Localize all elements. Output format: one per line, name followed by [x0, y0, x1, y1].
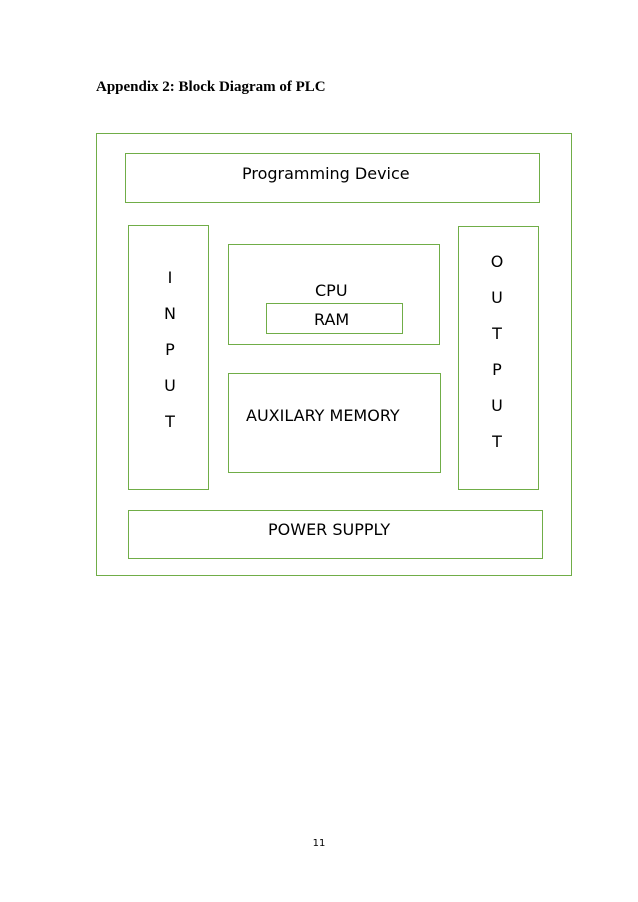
programming-device-label: Programming Device [242, 164, 410, 183]
output-letter: T [492, 324, 502, 343]
output-letter: P [492, 360, 502, 379]
page-heading: Appendix 2: Block Diagram of PLC [96, 79, 326, 95]
auxiliary-memory-box [228, 373, 441, 473]
output-letter: O [490, 252, 504, 271]
programming-device-box [125, 153, 540, 203]
cpu-label: CPU [315, 281, 348, 300]
input-letter: P [165, 340, 175, 359]
ram-label: RAM [314, 310, 350, 329]
page-number: 11 [312, 838, 326, 849]
power-supply-label: POWER SUPPLY [268, 520, 391, 539]
output-letter: U [491, 288, 503, 307]
auxiliary-memory-label: AUXILARY MEMORY [246, 406, 400, 425]
input-letter: U [164, 376, 176, 395]
input-letter: T [165, 412, 175, 431]
input-letter: N [164, 304, 176, 323]
output-letter: U [491, 396, 503, 415]
output-letter: T [492, 432, 502, 451]
ram-box [266, 303, 403, 334]
power-supply-box [128, 510, 543, 559]
input-box [128, 225, 209, 490]
output-box [458, 226, 539, 490]
input-letter: I [167, 268, 173, 287]
